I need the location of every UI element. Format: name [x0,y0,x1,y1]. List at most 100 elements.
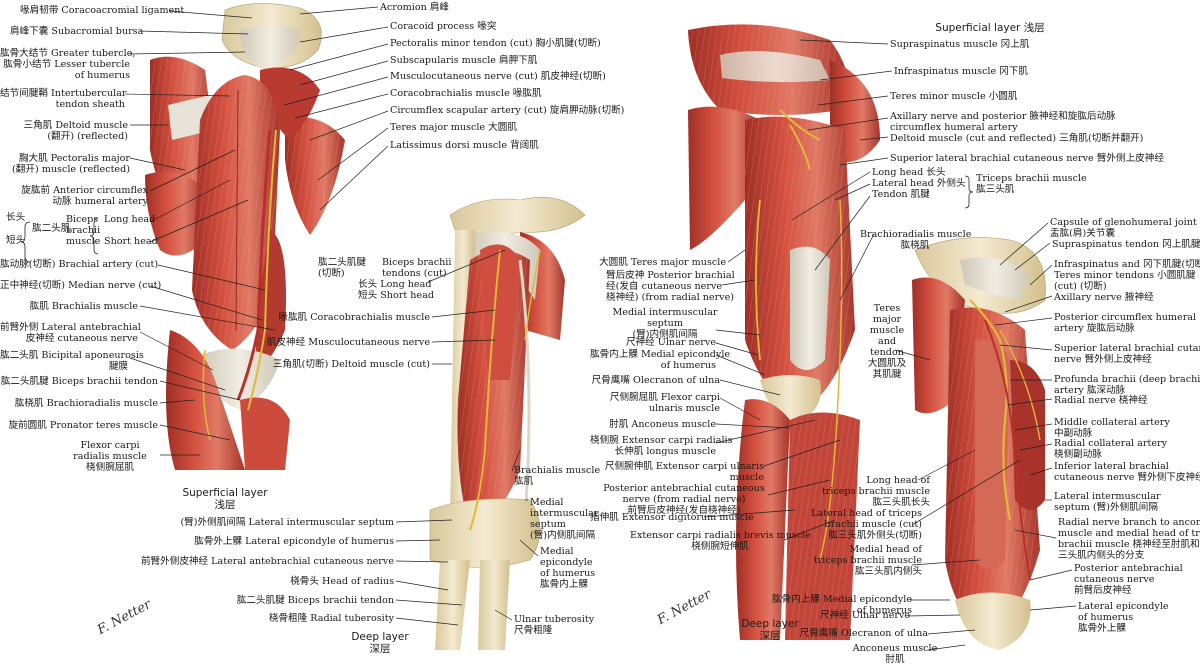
label-brachioradialis: 肱桡肌 Brachioradialis muscle [14,398,158,409]
label-median-nerve: 正中神经(切断) Median nerve (cut) [0,280,162,291]
label-medial-intermuscular-septum: Medial intermuscular septum (臂)内侧肌间隔 [530,497,599,541]
caption-right-superficial: Superficial layer 浅层 [935,22,1045,34]
label-teres-major-and-tendon: Teres major muscle and tendon 大圆肌及 其肌腱 [867,303,907,380]
label-musculocutaneous-nerve-cut: Musculocutaneous nerve (cut) 肌皮神经(切断) [390,71,606,82]
label-pectoralis-minor-tendon: Pectoralis minor tendon (cut) 胸小肌腱(切断) [390,38,601,49]
label-profunda-brachii-artery: Profunda brachii (deep brachial) artery … [1054,374,1200,396]
label-coracobrachialis: Coracobrachialis muscle 喙肱肌 [390,88,542,99]
label-infraspinatus-teres-minor-tendons: Infraspinatus and 冈下肌腱(切断) Teres minor t… [1054,259,1200,292]
label-biceps-tendon: 肱二头肌腱 Biceps brachii tendon [0,376,158,387]
label-medial-epicondyle-posterior: 肱骨内上髁 Medial epicondyle of humerus [590,349,731,371]
label-triceps-heads: Long head 长头 Lateral head 外侧头 Tendon 肌腱 [872,167,966,200]
label-acromion: Acromion 肩峰 [380,2,450,13]
label-deep-musculocutaneous-nerve: 肌皮神经 Musculocutaneous nerve [266,337,430,348]
label-supraspinatus: Supraspinatus muscle 冈上肌 [890,39,1030,50]
label-deep-posterior-antebrachial-nerve: Posterior antebrachial cutaneous nerve 前… [1074,563,1183,596]
label-deep-lateral-epicondyle: Lateral epicondyle of humerus 肱骨外上髁 [1078,601,1169,634]
label-anconeus-superficial: 肘肌 Anconeus muscle [609,419,716,430]
label-pronator-teres: 旋前圆肌 Pronator teres muscle [8,420,159,431]
label-medial-epicondyle: Medial epicondyle of humerus 肱骨内上髁 [540,546,596,590]
label-teres-minor: Teres minor muscle 小圆肌 [890,91,1018,102]
left-deep-arm [429,196,586,650]
label-flexor-carpi-ulnaris: 尺侧腕屈肌 Flexor carpi ulnaris muscle [609,392,720,414]
label-extensor-carpi-radialis-longus: 桡侧腕 Extensor carpi radialis 长伸肌 longus m… [590,435,733,457]
label-lateral-epicondyle: 肱骨外上髁 Lateral epicondyle of humerus [194,536,394,547]
label-bicipital-aponeurosis: 肱二头肌 Bicipital aponeurosis 腱膜 [0,350,144,372]
label-deep-coracobrachialis: 喙肱肌 Coracobrachialis muscle [278,312,430,323]
label-brachial-artery: 肱动脉(切断) Brachial artery (cut) [0,259,159,270]
label-teres-major-posterior: 大圆肌 Teres major muscle [599,257,726,268]
label-extensor-carpi-radialis-brevis: Extensor carpi radialis brevis muscle 桡侧… [630,530,811,552]
label-subacromial-bursa: 肩峰下囊 Subacromial bursa [10,26,144,37]
label-intertubercular-sheath: 结节间腱鞘 Intertubercular tendon sheath [0,88,127,110]
label-radial-nerve: Radial nerve 桡神经 [1054,395,1148,406]
label-biceps-brachii: Biceps brachii muscle [66,214,101,247]
label-brachialis: 肱肌 Brachialis muscle [29,301,138,312]
label-long-head-cn: 长头 [6,212,26,223]
label-lateral-intermuscular-septum: (臂)外侧肌间隔 Lateral intermuscular septum [180,517,394,528]
label-flexor-carpi-radialis: Flexor carpi radialis muscle 桡侧腕屈肌 [73,440,147,473]
label-deep-superior-lateral-brachial-nerve: Superior lateral brachial cutaneous nerv… [1054,343,1200,365]
leader-lines [124,6,1077,651]
right-superficial-arm [688,24,880,640]
label-deltoid-cut-reflected: Deltoid muscle (cut and reflected) 三角肌(切… [890,133,1144,144]
caption-left-deep: Deep layer 深层 [351,631,409,655]
label-head-of-radius: 桡骨头 Head of radius [290,576,394,587]
label-posterior-antebrachial-nerve: Posterior antebrachial cutaneous nerve (… [603,483,765,516]
label-deep-ulnar-nerve: 尺神经 Ulnar nerve [820,610,911,621]
label-posterior-brachial-nerve: 臂后皮神 Posterior brachial 经(发自 cutaneous n… [606,270,735,303]
label-triceps-brachii: Triceps brachii muscle 肱三头肌 [976,173,1087,195]
label-deep-long-head: 长头 Long head [358,279,432,290]
left-superficial-arm [145,3,345,470]
label-radial-collateral-artery: Radial collateral artery 桡侧副动脉 [1054,438,1168,460]
label-triceps-lateral-head-cut: Lateral head of triceps brachii muscle (… [811,508,922,541]
label-deep-biceps-tendons: Biceps brachii tendons (cut) [382,257,452,279]
label-deep-olecranon: 尺骨鹰嘴 Olecranon of ulna [799,628,928,639]
label-subscapularis: Subscapularis muscle 肩胛下肌 [390,55,538,66]
label-coracoid-process: Coracoid process 喙突 [390,21,497,32]
label-triceps-long-head: Long head of triceps brachii muscle 肱三头肌… [821,475,930,508]
label-infraspinatus: Infraspinatus muscle 冈下肌 [894,66,1029,77]
label-inferior-lateral-brachial-nerve: Inferior lateral brachial cutaneous nerv… [1054,461,1200,483]
label-superior-lateral-brachial-nerve: Superior lateral brachial cutaneous nerv… [890,153,1164,164]
right-deep-arm [912,237,1046,650]
label-ulnar-nerve-posterior: 尺神经 Ulnar nerve [625,337,716,348]
label-deep-medial-epicondyle: 肱骨内上髁 Medial epicondyle of humerus [771,594,912,616]
label-short-head-cn: 短头 [6,235,26,246]
label-triceps-medial-head: Medial head of triceps brachii muscle 肱三… [813,544,922,577]
label-deep-biceps-tendons-cn: 肱二头肌腱 (切断) [318,257,366,279]
label-pectoralis-major-reflected: 胸大肌 Pectoralis major (翻开) muscle (reflec… [12,153,130,175]
label-coracoacromial-ligament: 喙肩韧带 Coracoacromial ligament [20,5,185,16]
label-biceps-cn: 肱二头肌 [32,223,71,234]
label-deep-short-head: 短头 Short head [358,290,434,301]
label-deltoid-reflected: 三角肌 Deltoid muscle (翻开) (reflected) [23,120,128,142]
label-middle-collateral-artery: Middle collateral artery 中副动脉 [1054,417,1170,439]
label-brachioradialis-posterior: Brachioradialis muscle 肱桡肌 [860,229,972,251]
label-deep-brachialis: Brachialis muscle 肱肌 [514,465,601,487]
label-ulnar-tuberosity: Ulnar tuberosity 尺骨粗隆 [514,614,595,636]
label-latissimus-dorsi: Latissimus dorsi muscle 背阔肌 [390,140,539,151]
label-biceps-short-head: Short head [104,236,158,247]
label-lateral-antebrachial-cutaneous-nerve: 前臂外侧皮神经 Lateral antebrachial cutaneous n… [140,556,394,567]
label-circumflex-scapular-artery: Circumflex scapular artery (cut) 旋肩胛动脉(切… [390,105,625,116]
label-deep-biceps-tendon: 肱二头肌腱 Biceps brachii tendon [236,595,394,606]
label-extensor-digitorum: 指伸肌 Extensor digitorum muscle [590,512,754,523]
label-radial-nerve-branch-anconeus: Radial nerve branch to anconeus muscle a… [1058,517,1200,561]
label-teres-major: Teres major muscle 大圆肌 [390,122,517,133]
label-radial-tuberosity: 桡骨粗隆 Radial tuberosity [268,613,394,624]
label-deep-deltoid-cut: 三角肌(切断) Deltoid muscle (cut) [272,359,430,370]
label-deep-anconeus: Anconeus muscle 肘肌 [852,643,938,665]
label-lateral-antebrachial-nerve: 前臂外侧 Lateral antebrachial 皮神经 cutaneous … [0,322,141,344]
label-deep-lateral-intermuscular-septum: Lateral intermuscular septum (臂)外侧肌间隔 [1054,491,1161,513]
caption-left-superficial: Superficial layer 浅层 [182,487,268,511]
caption-right-deep: Deep layer 深层 [741,618,799,642]
label-axillary-nerve-posterior-circumflex: Axillary nerve and posterior 腋神经和旋肱后动脉 c… [890,111,1116,133]
label-greater-lesser-tubercle: 肱骨大结节 Greater tubercle, 肱骨小结节 Lesser tub… [0,48,136,81]
label-anterior-circumflex-humeral-artery: 旋肱前 Anterior circumflex 动脉 humeral arter… [21,185,148,207]
label-braces [20,175,974,263]
label-biceps-long-head: Long head [104,214,156,225]
label-posterior-circumflex-humeral-artery: Posterior circumflex humeral artery 旋肱后动… [1054,312,1197,334]
label-supraspinatus-tendon: Supraspinatus tendon 冈上肌腱 [1052,239,1200,250]
